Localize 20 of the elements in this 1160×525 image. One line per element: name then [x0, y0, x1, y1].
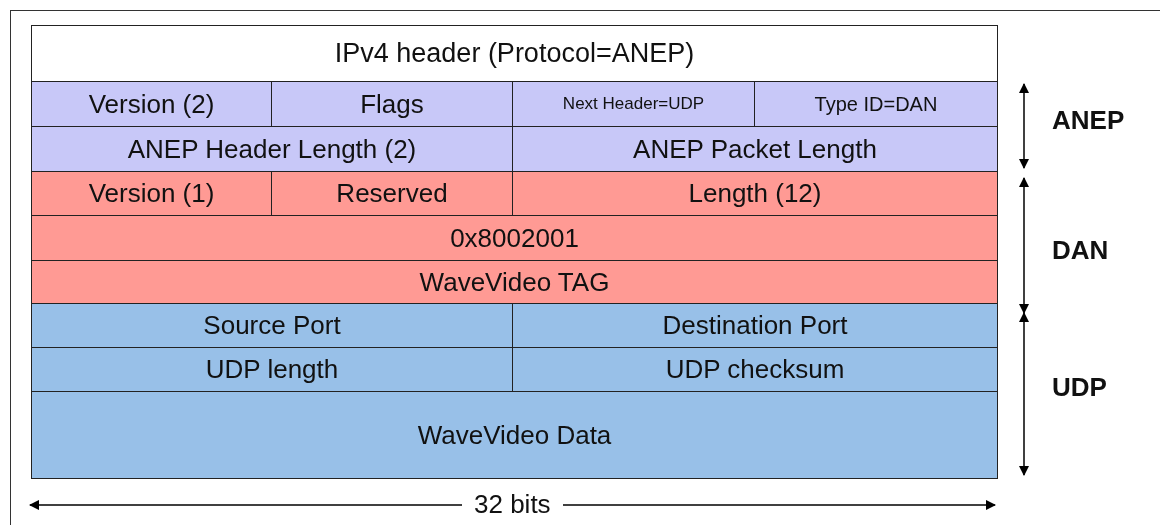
packet-field: Source Port [31, 303, 513, 348]
packet-field: UDP checksum [512, 347, 998, 392]
packet-field: Length (12) [512, 171, 998, 216]
packet-field: Flags [271, 81, 513, 127]
packet-field: Version (1) [31, 171, 272, 216]
packet-field: UDP length [31, 347, 513, 392]
section-label: DAN [1052, 235, 1109, 266]
packet-field: Destination Port [512, 303, 998, 348]
section-label: UDP [1052, 372, 1107, 403]
section-label: ANEP [1052, 105, 1125, 136]
packet-field: ANEP Packet Length [512, 126, 998, 172]
packet-field: IPv4 header (Protocol=ANEP) [31, 25, 998, 82]
packet-field: Type ID=DAN [754, 81, 998, 127]
packet-field: Reserved [271, 171, 513, 216]
packet-field: WaveVideo Data [31, 391, 998, 479]
packet-field: 0x8002001 [31, 215, 998, 261]
packet-field: ANEP Header Length (2) [31, 126, 513, 172]
packet-field: Version (2) [31, 81, 272, 127]
packet-field: Next Header=UDP [512, 81, 755, 127]
packet-field: WaveVideo TAG [31, 260, 998, 304]
